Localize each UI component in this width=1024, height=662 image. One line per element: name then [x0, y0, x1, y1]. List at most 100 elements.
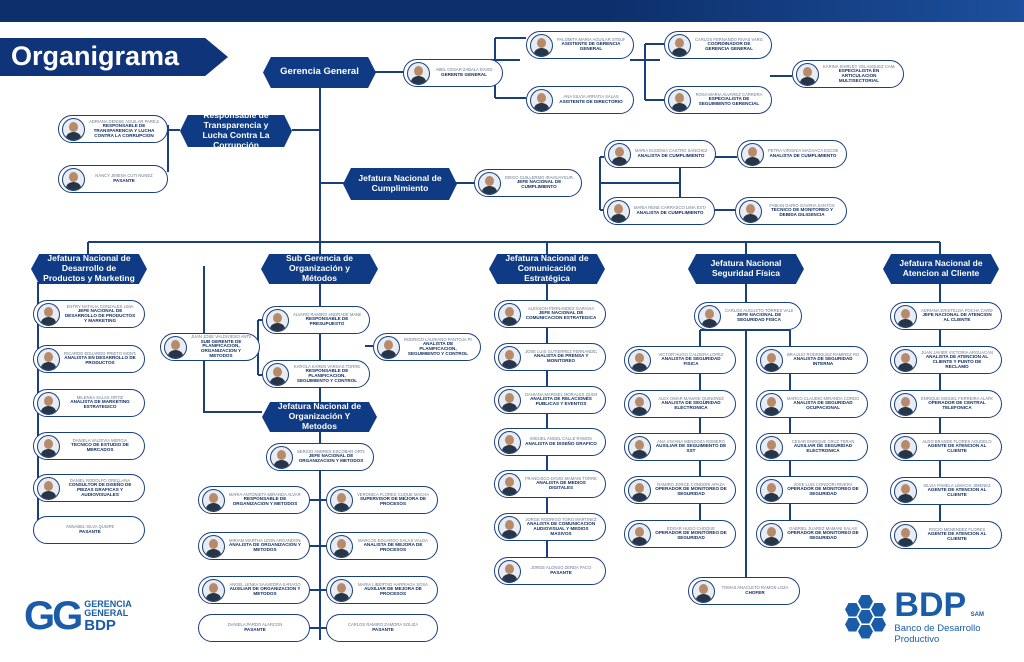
- hexagon-logo-icon: [840, 594, 890, 639]
- avatar: [498, 559, 521, 583]
- header-cumplimiento: Jefatura Nacional de Cumplimiento: [343, 168, 457, 200]
- avatar: [894, 479, 917, 503]
- avatar: [270, 445, 293, 469]
- header-atencion-cliente: Jefatura Nacional de Atencion al Cliente: [883, 254, 999, 284]
- gerencia-general-logo: GG GERENCIA GENERAL BDP: [24, 594, 132, 638]
- card-analista-planificacion: RODRIGO LAURIANO PANTOJA PORRASANALISTA …: [373, 333, 481, 361]
- avatar: [894, 348, 917, 372]
- avatar: [330, 578, 353, 602]
- avatar: [330, 534, 353, 558]
- avatar: [202, 534, 225, 558]
- header-desarrollo-productos: Jefatura Nacional de Desarrollo de Produ…: [31, 254, 147, 284]
- avatar: [62, 167, 85, 191]
- avatar: [796, 62, 819, 86]
- header-comunicacion-estrategica: Jefatura Nacional de Comunicación Estrat…: [489, 254, 605, 284]
- avatar: [530, 33, 553, 57]
- top-band: [0, 0, 1024, 22]
- avatar: [698, 304, 721, 328]
- avatar: [37, 434, 60, 458]
- avatar: [330, 488, 353, 512]
- bdp-logo: BDP SAM Banco de Desarrollo Productivo: [840, 588, 1024, 645]
- avatar: [894, 523, 917, 547]
- avatar: [607, 199, 630, 223]
- avatar: [760, 435, 783, 459]
- avatar: [628, 478, 651, 502]
- card-jefe-seguridad: CARLOS AUGUSTO TORRES VALENZUELAJEFE NAC…: [694, 302, 802, 330]
- header-gerencia-general: Gerencia General: [263, 57, 376, 88]
- avatar: [628, 435, 651, 459]
- header-transparencia: Responsable de Transparencia y Lucha Con…: [180, 115, 292, 147]
- header-sub-gerencia-organizacion: Sub Gerencia de Organización y Métodos: [261, 254, 378, 284]
- page-title: Organigrama: [0, 38, 228, 76]
- avatar: [498, 472, 521, 496]
- avatar: [202, 488, 225, 512]
- avatar: [760, 478, 783, 502]
- avatar: [760, 522, 783, 546]
- avatar: [692, 579, 715, 603]
- avatar: [894, 435, 917, 459]
- avatar: [407, 61, 430, 85]
- avatar: [164, 335, 187, 359]
- avatar: [478, 171, 501, 195]
- avatar: [498, 388, 521, 412]
- avatar: [741, 142, 764, 166]
- avatar: [37, 391, 60, 415]
- avatar: [377, 335, 400, 359]
- card-especialista-multisectorial: KARINA SHIRLEY VELASQUEZ CAMACHOESPECIAL…: [792, 60, 904, 88]
- avatar: [498, 515, 521, 539]
- avatar: [628, 522, 651, 546]
- header-organizacion-metodos: Jefatura Nacional de Organización Y Meto…: [262, 402, 377, 432]
- card-jefe-atencion: ADRIANA ERISTELDA POCHA CARDONAJEFE NACI…: [890, 302, 1002, 330]
- avatar: [498, 430, 521, 454]
- avatar: [668, 88, 691, 112]
- avatar: [37, 476, 60, 500]
- avatar: [760, 392, 783, 416]
- header-seguridad-fisica: Jefatura Nacional Seguridad Física: [688, 254, 804, 284]
- avatar: [628, 348, 651, 372]
- avatar: [668, 33, 691, 57]
- avatar: [62, 117, 85, 141]
- avatar: [628, 392, 651, 416]
- card-sub-gerente-planificacion: JUAN JOSE VALDIVIESO ANTEZANASUB GERENTE…: [160, 333, 260, 361]
- avatar: [266, 308, 289, 332]
